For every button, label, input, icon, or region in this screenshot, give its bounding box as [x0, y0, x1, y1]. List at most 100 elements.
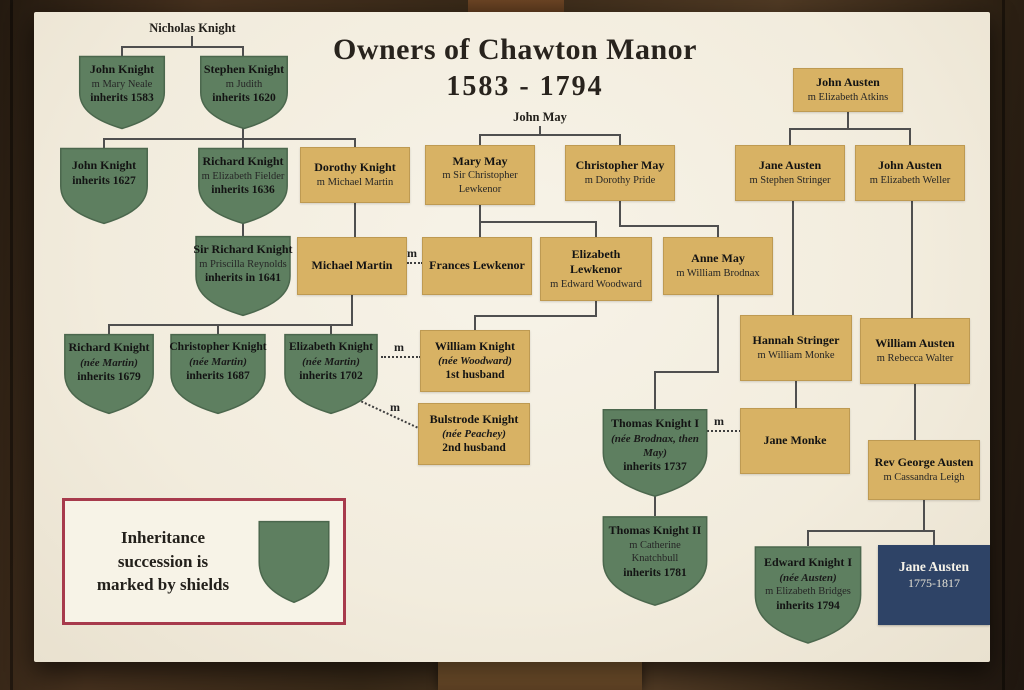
- person-name: Anne May: [691, 251, 745, 266]
- person-name: Jane Monke: [763, 433, 827, 448]
- person-name: William Austen: [875, 336, 955, 351]
- connector-line: [619, 134, 621, 146]
- marriage-line: m William Brodnax: [676, 267, 760, 279]
- node-michael-martin: Michael Martin: [297, 237, 407, 295]
- wood-panel-line: [10, 0, 13, 690]
- node-thomas-knight-1: Thomas Knight I (née Brodnax, then May) …: [600, 408, 710, 498]
- connector-line: [330, 324, 332, 334]
- person-name: Lewkenor: [570, 262, 622, 277]
- node-john-austen-weller: John Austen m Elizabeth Weller: [855, 145, 965, 201]
- nee-line: (née Martin): [80, 356, 138, 369]
- person-name: Michael Martin: [311, 258, 393, 273]
- person-name: Thomas Knight I: [610, 416, 700, 430]
- node-william-austen: William Austen m Rebecca Walter: [860, 318, 970, 384]
- connector-line: [807, 530, 935, 532]
- inherit-line: inherits 1737: [623, 461, 687, 474]
- shield-icon: [198, 55, 290, 130]
- marriage-line: m Mary Neale: [91, 78, 153, 90]
- connector-line: [717, 225, 719, 238]
- inherit-line: inherits 1620: [212, 92, 276, 105]
- node-stephen-knight: Stephen Knight m Judith inherits 1620: [198, 55, 290, 130]
- marriage-line: m Priscilla Reynolds: [199, 258, 287, 270]
- connector-line: [789, 128, 791, 146]
- marriage-line: m Sir Christopher: [442, 170, 518, 182]
- connector-line: [792, 201, 794, 316]
- connector-line: [479, 221, 597, 223]
- connector-line: [474, 315, 476, 331]
- person-name: Jane Austen: [898, 559, 970, 574]
- connector-line: [654, 371, 719, 373]
- marriage-line: m Elizabeth Bridges: [765, 585, 851, 597]
- connector-line: [108, 324, 110, 334]
- legend-text: Inheritance succession is marked by shie…: [79, 526, 247, 597]
- connector-line: [242, 127, 244, 139]
- inherit-line: inherits in 1641: [204, 272, 282, 285]
- inherit-line: inherits 1583: [90, 92, 154, 105]
- marriage-line: m William Monke: [757, 349, 835, 361]
- marriage-line: Lewkenor: [458, 183, 502, 195]
- nee-line: (née Martin): [302, 355, 360, 368]
- inherit-line: inherits 1781: [623, 566, 687, 579]
- nee-line: (née Peachey): [442, 428, 506, 441]
- node-bulstrode-knight: Bulstrode Knight (née Peachey) 2nd husba…: [418, 403, 530, 465]
- node-edward-knight-1: Edward Knight I (née Austen) m Elizabeth…: [752, 545, 864, 645]
- person-name: Bulstrode Knight: [429, 411, 519, 426]
- connector-line: [595, 221, 597, 238]
- node-anne-may: Anne May m William Brodnax: [663, 237, 773, 295]
- person-name: Mary May: [452, 153, 508, 168]
- connector-line: [479, 134, 481, 146]
- connector-line: [717, 295, 719, 372]
- node-mary-may: Mary May m Sir Christopher Lewkenor: [425, 145, 535, 205]
- wood-panel-line: [1002, 0, 1005, 690]
- shield-icon: [600, 515, 710, 607]
- marriage-line: m Edward Woodward: [550, 278, 642, 290]
- person-name: Richard Knight: [68, 340, 150, 354]
- connector-line: [914, 384, 916, 441]
- connector-line: [619, 225, 719, 227]
- node-elizabeth-knight-1702: Elizabeth Knight (née Martin) inherits 1…: [282, 333, 380, 415]
- marriage-line: m Judith: [225, 78, 263, 90]
- node-jane-austen-stringer: Jane Austen m Stephen Stringer: [735, 145, 845, 201]
- node-william-knight: William Knight (née Woodward) 1st husban…: [420, 330, 530, 392]
- connector-line: [103, 138, 356, 140]
- marriage-dotted-line: [703, 430, 741, 432]
- marriage-line: m Rebecca Walter: [876, 352, 954, 364]
- node-john-austen-sr: John Austen m Elizabeth Atkins: [793, 68, 903, 112]
- marriage-line: m Dorothy Pride: [584, 174, 656, 186]
- marriage-line: m Catherine: [629, 539, 681, 551]
- person-name: Christopher Knight: [169, 341, 267, 353]
- connector-line: [474, 315, 597, 317]
- shield-icon: [282, 333, 380, 415]
- easel-ledge: [438, 662, 642, 690]
- person-name: John Knight: [71, 158, 137, 172]
- shield-icon: [62, 333, 156, 415]
- legend-line: succession is: [117, 551, 209, 571]
- shield-icon: [58, 147, 150, 225]
- connector-line: [103, 138, 105, 149]
- marriage-line: m Stephen Stringer: [749, 174, 831, 186]
- connector-line: [242, 138, 244, 148]
- node-elizabeth-lewkenor: Elizabeth Lewkenor m Edward Woodward: [540, 237, 652, 301]
- node-dorothy-knight: Dorothy Knight m Michael Martin: [300, 147, 410, 203]
- node-christopher-knight-1687: Christopher Knight (née Martin) inherits…: [168, 333, 268, 415]
- nee-line: (née Austen): [779, 571, 837, 584]
- marriage-line: m Michael Martin: [316, 176, 394, 188]
- husband-line: 1st husband: [445, 369, 505, 382]
- marriage-dotted-line: [381, 356, 421, 358]
- connector-line: [351, 295, 353, 325]
- person-name: Rev George Austen: [874, 455, 974, 470]
- inherit-line: inherits 1679: [77, 370, 141, 383]
- shield-icon: [600, 408, 710, 498]
- connector-line: [191, 36, 193, 47]
- connector-line: [242, 46, 244, 57]
- connector-line: [354, 203, 356, 238]
- connector-line: [789, 128, 911, 130]
- label-john-may: John May: [513, 110, 567, 124]
- node-frances-lewkenor: Frances Lewkenor: [422, 237, 532, 295]
- node-richard-knight-1679: Richard Knight (née Martin) inherits 167…: [62, 333, 156, 415]
- connector-line: [847, 112, 849, 129]
- inherit-line: inherits 1702: [299, 370, 363, 383]
- person-name: Sir Richard Knight: [193, 242, 293, 256]
- node-rev-george-austen: Rev George Austen m Cassandra Leigh: [868, 440, 980, 500]
- connector-line: [108, 324, 353, 326]
